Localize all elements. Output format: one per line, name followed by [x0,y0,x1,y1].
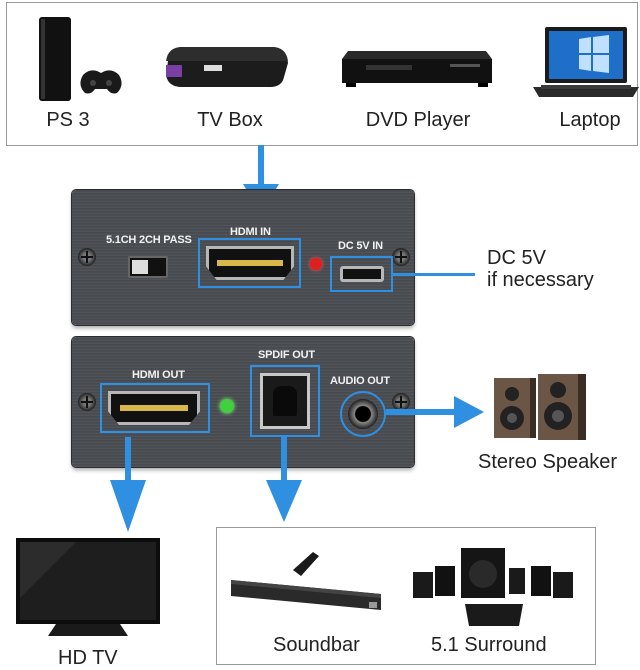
source-label-ps3: PS 3 [46,109,90,131]
audio-out-arrow-line [386,409,456,415]
hdmi-in-port[interactable] [206,246,294,280]
optical-port-door [273,386,297,416]
dc-annotation-line1: DC 5V [487,247,546,269]
bottom-panel: HDMI OUT SPDIF OUT AUDIO OUT [72,337,414,467]
audio-out-highlight [340,391,386,437]
power-led-icon [310,258,322,270]
spdif-out-arrow-head [266,480,302,522]
mode-switch[interactable] [128,256,168,278]
source-label-tv-box: TV Box [197,109,263,131]
switch-label: 5.1CH 2CH PASS [106,234,192,246]
audio-out-arrow-head [454,396,484,428]
hdmi-out-label: HDMI OUT [132,369,185,381]
hdmi-in-arrow-line [258,145,264,187]
hdmi-out-port[interactable] [108,391,200,425]
dvd-player-icon [342,51,492,87]
dc-annotation-line2: if necessary [487,269,594,291]
hdmi-out-arrow-head [110,480,146,532]
sound-system-box: Soundbar 5.1 Surround [216,527,596,665]
dc-annotation-line [393,273,475,276]
source-devices-box: PS 3 TV Box DVD Player Laptop [6,2,639,146]
ps3-console-icon [39,17,122,101]
hdmi-out-arrow-line [125,437,131,483]
audio-out-label: AUDIO OUT [330,375,390,387]
dc-in-label: DC 5V IN [338,240,383,252]
laptop-icon [533,27,639,97]
dc-in-highlight [330,256,393,292]
status-led-icon [220,399,234,413]
spdif-optical-port[interactable] [260,373,310,429]
surround-label: 5.1 Surround [431,634,547,656]
surround-system-icon [413,548,573,626]
soundbar-icon [231,552,381,610]
top-panel: 5.1CH 2CH PASS HDMI IN DC 5V IN [72,190,414,325]
hdmi-out-highlight [100,383,210,433]
screw-icon [392,393,410,411]
stereo-speaker-icon [494,374,586,440]
hdmi-in-highlight [198,238,301,288]
screw-icon [78,248,96,266]
audio-jack-port[interactable] [348,399,378,429]
screw-icon [78,393,96,411]
screw-icon [392,248,410,266]
micro-usb-port[interactable] [340,266,384,282]
stereo-speaker-label: Stereo Speaker [478,451,617,473]
hd-tv-label: HD TV [58,647,118,669]
switch-knob[interactable] [132,260,148,274]
soundbar-label: Soundbar [273,634,360,656]
hdmi-in-label: HDMI IN [230,226,271,238]
spdif-out-highlight [250,365,320,437]
source-label-laptop: Laptop [559,109,621,131]
spdif-out-arrow-line [281,437,287,483]
hd-tv-icon [16,538,160,636]
tv-box-icon [166,47,288,87]
source-label-dvd-player: DVD Player [365,109,471,131]
spdif-out-label: SPDIF OUT [258,349,315,361]
